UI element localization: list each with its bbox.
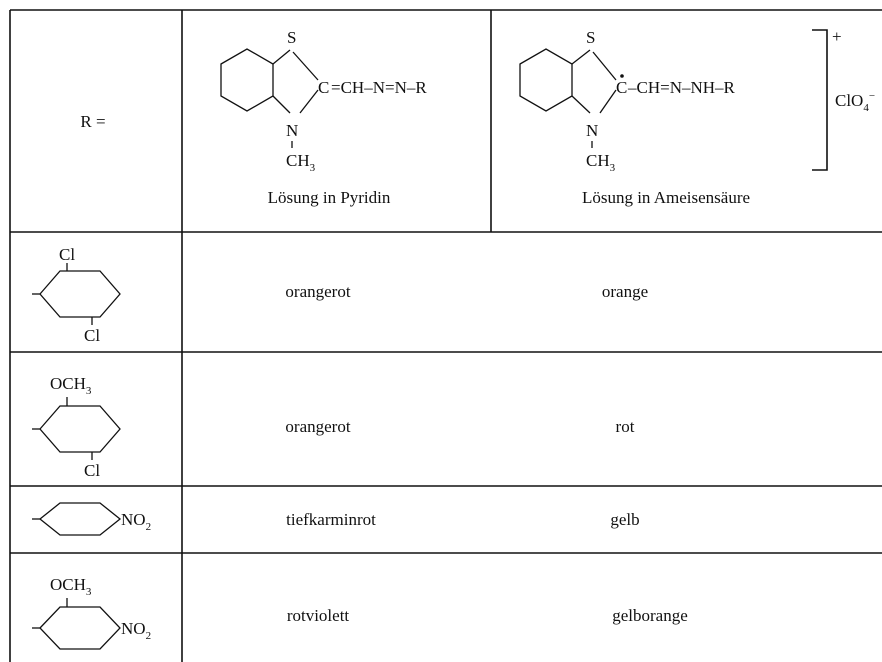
bracket [812,29,828,171]
table-grid [9,9,882,662]
substituent-bottom-label: Cl [84,326,100,345]
ameisensaeure-color: orange [602,282,648,301]
substituent-structure: OCH3 Cl [32,374,121,480]
pyridin-chain: =CH–N=N–R [331,78,427,97]
pyridin-color: orangerot [285,417,350,436]
pyridin-color: tiefkarminrot [286,510,376,529]
substituent-top-label: Cl [59,245,75,264]
ameisensaeure-color: gelborange [612,606,688,625]
nitrogen-atom: N [586,121,598,140]
substituent-right-label: NO2 [121,619,151,642]
ameisensaeure-caption: Lösung in Ameisensäure [582,188,750,207]
pyridin-caption: Lösung in Pyridin [268,188,391,207]
benzene-ring [220,48,274,112]
substituent-top-label: OCH3 [50,575,92,598]
r-label: R = [80,112,105,131]
table-row: OCH3 Cl orangerot rot [32,374,635,480]
ameisensaeure-structure: S C –CH=N–NH–R N CH3 + ClO4− Lösung in A… [519,27,875,207]
benzene-ring [39,405,121,453]
substituent-top-label: OCH3 [50,374,92,397]
substituent-structure: NO2 [32,502,151,536]
ameisensaeure-color: gelb [610,510,639,529]
benzene-ring [39,606,121,650]
benzene-ring [38,502,122,536]
charge: + [832,27,842,46]
table-row: Cl Cl orangerot orange [32,245,648,345]
pyridin-color: rotviolett [287,606,350,625]
perchlorate-anion: ClO4− [835,90,875,114]
substituent-structure: Cl Cl [32,245,121,345]
ameisensaeure-color: rot [616,417,635,436]
methyl-group: CH3 [586,151,616,174]
sulfur-atom: S [287,28,296,47]
benzene-ring [519,48,573,112]
radical-dot [620,74,624,78]
benzene-ring [39,270,121,318]
table-row: OCH3 NO2 rotviolett gelborange [32,575,688,650]
carbon-atom: C [616,78,627,97]
methyl-group: CH3 [286,151,316,174]
substituent-structure: OCH3 NO2 [32,575,151,650]
substituent-right-label: NO2 [121,510,151,533]
sulfur-atom: S [586,28,595,47]
ameisensaeure-chain: –CH=N–NH–R [627,78,736,97]
nitrogen-atom: N [286,121,298,140]
pyridin-structure: S C =CH–N=N–R N CH3 Lösung in Pyridin [220,28,427,207]
table-row: NO2 tiefkarminrot gelb [32,502,640,536]
substituent-bottom-label: Cl [84,461,100,480]
carbon-atom: C [318,78,329,97]
pyridin-color: orangerot [285,282,350,301]
